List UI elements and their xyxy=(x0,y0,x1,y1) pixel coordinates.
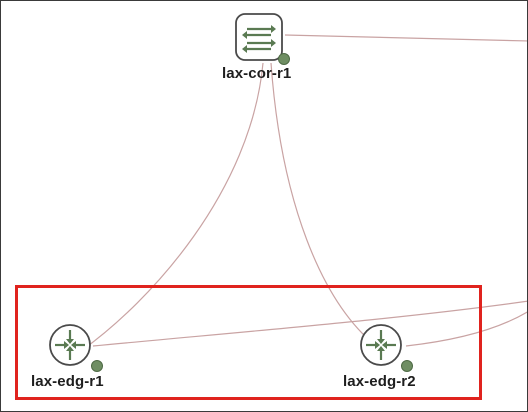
status-up-indicator xyxy=(91,360,103,372)
node-label-lax-edg-r1: lax-edg-r1 xyxy=(31,373,104,390)
node-label-lax-cor-r1: lax-cor-r1 xyxy=(222,65,292,82)
status-up-indicator xyxy=(278,53,290,65)
link-lax-edg-r1-offscreen[interactable] xyxy=(92,300,528,347)
router-icon xyxy=(49,324,91,366)
node-lax-edg-r1[interactable] xyxy=(47,323,103,372)
router-icon xyxy=(360,324,402,366)
highlight-box xyxy=(15,285,482,400)
node-label-lax-edg-r2: lax-edg-r2 xyxy=(343,373,416,390)
node-lax-edg-r2[interactable] xyxy=(358,323,413,372)
link-lax-edg-r2-offscreen[interactable] xyxy=(405,311,528,347)
link-lax-cor-r1-offscreen[interactable] xyxy=(284,34,528,42)
node-lax-cor-r1[interactable] xyxy=(234,12,290,65)
switch-icon xyxy=(235,13,283,61)
link-lax-cor-r1-lax-edg-r2[interactable] xyxy=(270,62,377,347)
link-lax-cor-r1-lax-edg-r1[interactable] xyxy=(80,62,264,352)
status-up-indicator xyxy=(401,360,413,372)
